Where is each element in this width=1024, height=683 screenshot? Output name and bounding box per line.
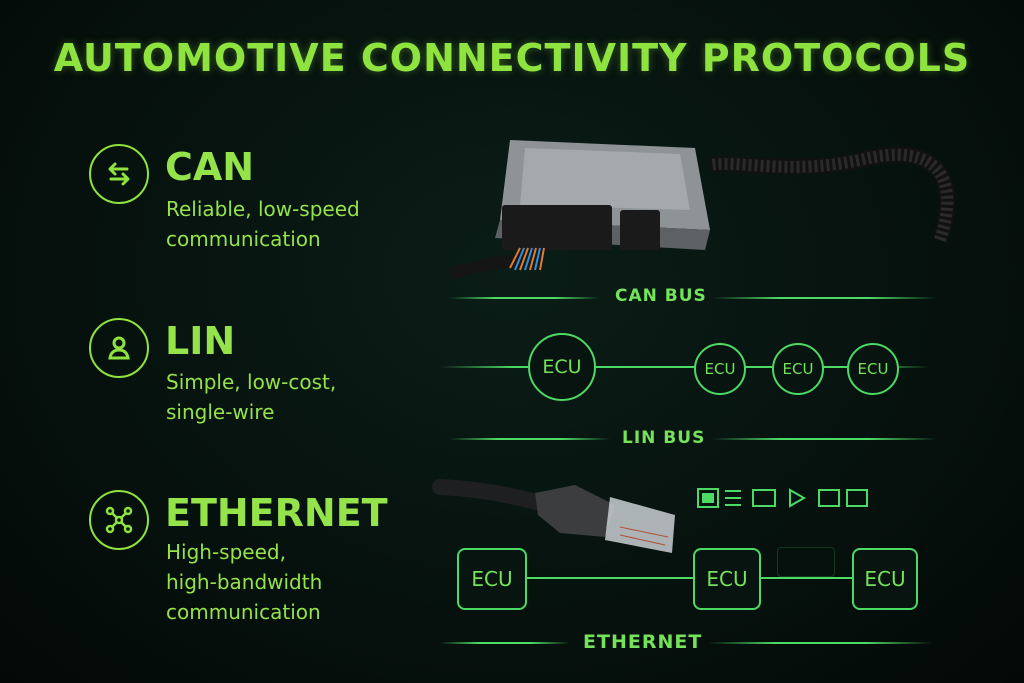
ethernet-title: ETHERNET: [165, 491, 388, 535]
can-title: CAN: [165, 145, 255, 189]
desc-line: High-speed,: [166, 540, 286, 564]
desc-line: Reliable, low-speed: [166, 197, 360, 221]
ethernet-bus-line: [440, 642, 570, 644]
ethernet-link-line: [524, 577, 854, 579]
desc-line: communication: [166, 227, 321, 251]
can-bus-line: [712, 297, 937, 299]
lin-ecu-node: ECU: [528, 333, 596, 401]
can-description: Reliable, low-speed communication: [166, 194, 360, 254]
arrows-exchange-icon: [89, 144, 149, 204]
ethernet-label: ETHERNET: [583, 631, 703, 653]
desc-line: Simple, low-cost,: [166, 370, 337, 394]
page-title: AUTOMOTIVE CONNECTIVITY PROTOCOLS: [53, 36, 971, 80]
ethernet-description: High-speed, high-bandwidth communication: [166, 537, 322, 627]
data-packet-icons: [697, 488, 868, 508]
lin-ecu-node: ECU: [847, 343, 899, 395]
desc-line: high-bandwidth: [166, 570, 323, 594]
desc-line: single-wire: [166, 400, 275, 424]
lin-ecu-node: ECU: [694, 343, 746, 395]
ethernet-cable-illustration: [432, 479, 675, 553]
can-bus-label: CAN BUS: [615, 286, 707, 306]
ethernet-ecu-box: ECU: [457, 548, 527, 610]
lin-bus-line: [450, 438, 610, 440]
lin-bus-line: [440, 366, 930, 368]
faint-node-box: [777, 547, 835, 577]
ethernet-ecu-box: ECU: [693, 548, 761, 610]
lin-title: LIN: [165, 319, 236, 363]
lin-bus-line: [712, 438, 937, 440]
network-nodes-icon: [89, 490, 149, 550]
lin-ecu-node: ECU: [772, 343, 824, 395]
ethernet-bus-line: [708, 642, 933, 644]
ecu-module-illustration: [447, 140, 956, 281]
lin-description: Simple, low-cost, single-wire: [166, 367, 336, 427]
can-bus-line: [450, 297, 600, 299]
user-icon: [89, 318, 149, 378]
lin-bus-label: LIN BUS: [622, 428, 706, 448]
ethernet-ecu-box: ECU: [852, 548, 918, 610]
desc-line: communication: [166, 600, 321, 624]
